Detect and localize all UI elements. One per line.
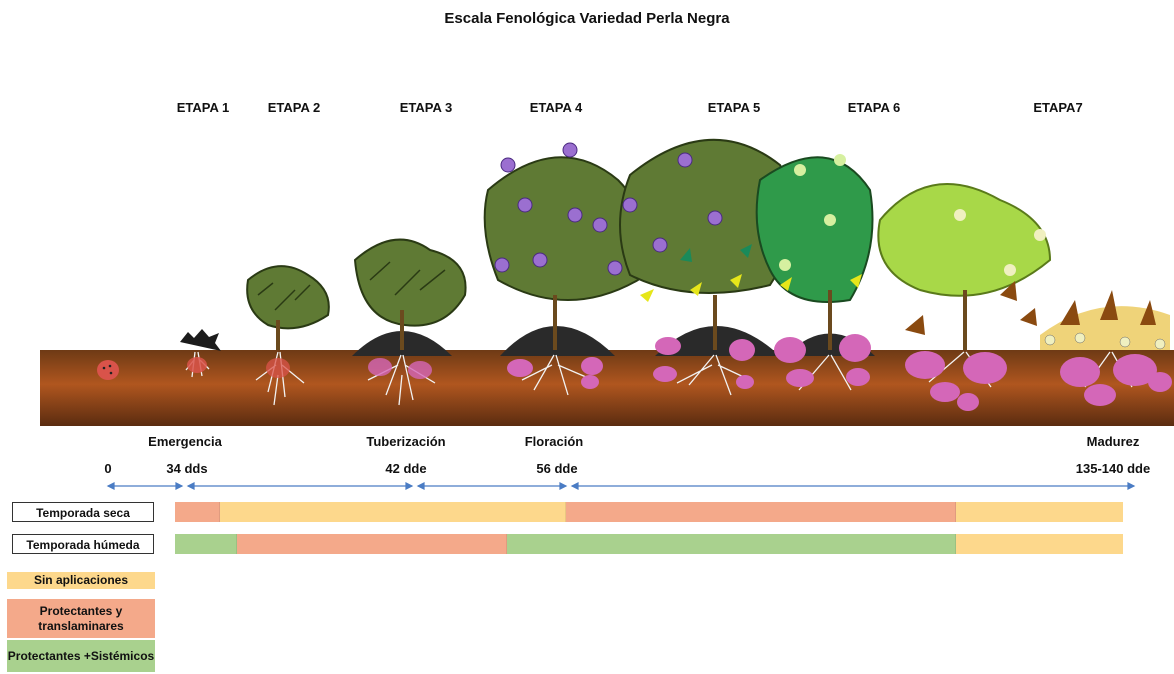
season-bar-seca xyxy=(175,502,1123,522)
bar-segment-protectantes_sistemicos xyxy=(507,534,956,554)
tick-34: 34 dds xyxy=(166,461,207,476)
bar-segment-protectantes_sistemicos xyxy=(175,534,237,554)
stage-label-2: ETAPA 2 xyxy=(268,100,321,115)
phenology-illustration xyxy=(0,120,1174,430)
milestone-madurez: Madurez xyxy=(1087,434,1140,449)
bar-segment-protectantes_translaminares xyxy=(237,534,507,554)
bar-segment-sin_aplicaciones xyxy=(956,534,1123,554)
tick-0: 0 xyxy=(104,461,111,476)
row-label-temporada-seca: Temporada seca xyxy=(12,502,154,522)
stage-label-3: ETAPA 3 xyxy=(400,100,453,115)
legend-sin-aplicaciones: Sin aplicaciones xyxy=(7,572,155,589)
timeline-arrows xyxy=(0,476,1174,496)
bar-segment-sin_aplicaciones xyxy=(220,502,566,522)
milestone-floracion: Floración xyxy=(525,434,584,449)
tick-42: 42 dde xyxy=(385,461,426,476)
row-label-temporada-humeda: Temporada húmeda xyxy=(12,534,154,554)
tick-56: 56 dde xyxy=(536,461,577,476)
legend-protectantes-sistemicos: Protectantes +Sistémicos xyxy=(7,640,155,672)
page-title: Escala Fenológica Variedad Perla Negra xyxy=(0,10,1174,27)
season-bar-humeda xyxy=(175,534,1123,554)
legend-protectantes-translaminares: Protectantes y translaminares xyxy=(7,599,155,638)
tick-135: 135-140 dde xyxy=(1076,461,1150,476)
stage-label-6: ETAPA 6 xyxy=(848,100,901,115)
bar-segment-sin_aplicaciones xyxy=(956,502,1123,522)
stage-label-1: ETAPA 1 xyxy=(177,100,230,115)
milestone-tuberizacion: Tuberización xyxy=(366,434,445,449)
seed-tuber xyxy=(97,360,119,380)
milestone-emergencia: Emergencia xyxy=(148,434,222,449)
stage-label-7: ETAPA7 xyxy=(1033,100,1082,115)
stage-label-4: ETAPA 4 xyxy=(530,100,583,115)
stage-label-5: ETAPA 5 xyxy=(708,100,761,115)
bar-segment-protectantes_translaminares xyxy=(566,502,957,522)
bar-segment-protectantes_translaminares xyxy=(175,502,220,522)
